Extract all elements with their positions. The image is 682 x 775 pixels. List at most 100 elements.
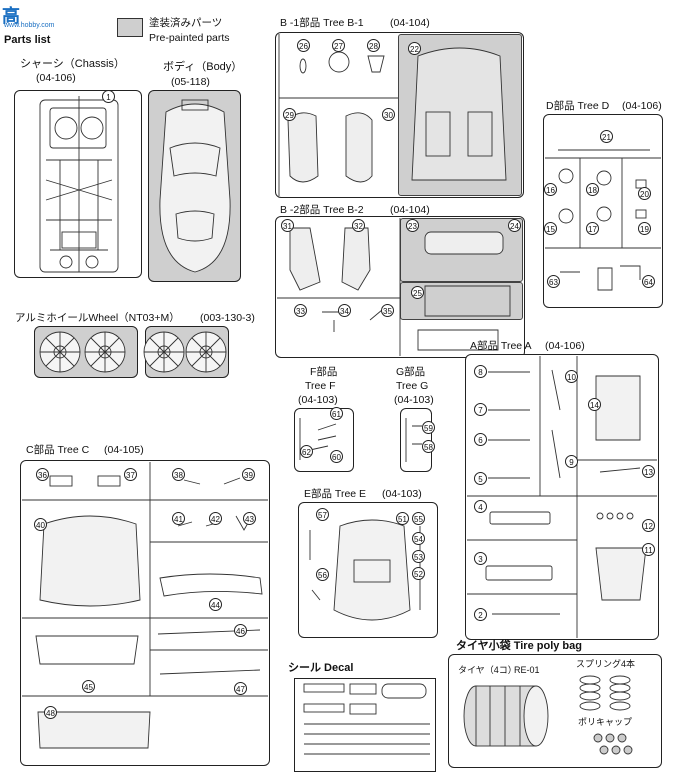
part-number: 63 <box>547 275 560 288</box>
part-number: 40 <box>34 518 47 531</box>
part-number: 52 <box>412 567 425 580</box>
part-number: 15 <box>544 222 557 235</box>
tree-f-title-jp: F部品 <box>310 366 338 378</box>
part-number: 4 <box>474 500 487 513</box>
tire-code: RE-01 <box>514 665 540 675</box>
part-number: 24 <box>508 219 521 232</box>
part-number: 27 <box>332 39 345 52</box>
part-number: 8 <box>474 365 487 378</box>
part-number: 20 <box>638 187 651 200</box>
tree-g-code: (04-103) <box>394 394 434 406</box>
part-number: 39 <box>242 468 255 481</box>
prepainted-swatch <box>117 18 143 37</box>
part-number: 3 <box>474 552 487 565</box>
part-number: 1 <box>102 90 115 103</box>
part-number: 25 <box>411 286 424 299</box>
watermark-site: www.hobby.com <box>4 22 55 29</box>
part-number: 19 <box>638 222 651 235</box>
prepainted-en: Pre-painted parts <box>149 32 230 44</box>
tree-c-title: C部品 Tree C <box>26 444 90 456</box>
part-number: 30 <box>382 108 395 121</box>
part-number: 31 <box>281 219 294 232</box>
part-number: 11 <box>642 543 655 556</box>
tree-e-code: (04-103) <box>382 488 422 500</box>
part-number: 10 <box>565 370 578 383</box>
part-number: 2 <box>474 608 487 621</box>
part-number: 44 <box>209 598 222 611</box>
part-number: 61 <box>330 407 343 420</box>
part-number: 16 <box>544 183 557 196</box>
tree-b1-title: B -1部品 Tree B-1 <box>280 17 364 29</box>
decal-title: シール Decal <box>288 662 354 674</box>
part-number: 35 <box>381 304 394 317</box>
part-number: 5 <box>474 472 487 485</box>
part-number: 48 <box>44 706 57 719</box>
part-number: 53 <box>412 550 425 563</box>
body-title: ボディ（Body） <box>163 61 243 73</box>
prepainted-jp: 塗装済みパーツ <box>149 17 223 29</box>
chassis-frame <box>14 90 142 278</box>
part-number: 21 <box>600 130 613 143</box>
tree-f-title-en: Tree F <box>305 380 336 392</box>
part-number: 9 <box>565 455 578 468</box>
part-number: 57 <box>316 508 329 521</box>
wheel-title: アルミホイールWheel（NT03+M） <box>15 312 180 324</box>
part-number: 64 <box>642 275 655 288</box>
part-number: 62 <box>300 445 313 458</box>
part-number: 32 <box>352 219 365 232</box>
part-number: 28 <box>367 39 380 52</box>
part-number: 13 <box>642 465 655 478</box>
part-number: 37 <box>124 468 137 481</box>
part-number: 45 <box>82 680 95 693</box>
tree-a-title: A部品 Tree A <box>470 340 532 352</box>
part-number: 17 <box>586 222 599 235</box>
part-number: 54 <box>412 532 425 545</box>
tree-g-title-jp: G部品 <box>396 366 426 378</box>
part-number: 29 <box>283 108 296 121</box>
spring-label: スプリング4本 <box>576 659 636 669</box>
part-number: 56 <box>316 568 329 581</box>
part-number: 36 <box>36 468 49 481</box>
part-number: 33 <box>294 304 307 317</box>
tree-d-frame <box>543 114 663 308</box>
chassis-title: シャーシ（Chassis） <box>20 58 125 70</box>
tree-a-code: (04-106) <box>545 340 585 352</box>
part-number: 42 <box>209 512 222 525</box>
tire-label: タイヤ（4コ） <box>458 665 517 675</box>
part-number: 22 <box>408 42 421 55</box>
part-number: 51 <box>396 512 409 525</box>
part-number: 55 <box>412 512 425 525</box>
tree-f-code: (04-103) <box>298 394 338 406</box>
part-number: 26 <box>297 39 310 52</box>
polycap-label: ポリキャップ <box>578 717 633 727</box>
tree-b1-code: (04-104) <box>390 17 430 29</box>
tree-b2-code: (04-104) <box>390 204 430 216</box>
part-number: 14 <box>588 398 601 411</box>
tree-d-title: D部品 Tree D <box>546 100 610 112</box>
body-code: (05-118) <box>171 76 210 88</box>
part-number: 58 <box>422 440 435 453</box>
tire-bag-title: タイヤ小袋 Tire poly bag <box>456 640 582 652</box>
part-number: 38 <box>172 468 185 481</box>
part-number: 47 <box>234 682 247 695</box>
tree-e-title: E部品 Tree E <box>304 488 367 500</box>
tree-c-code: (04-105) <box>104 444 144 456</box>
part-number: 12 <box>642 519 655 532</box>
part-number: 34 <box>338 304 351 317</box>
part-number: 7 <box>474 403 487 416</box>
part-number: 43 <box>243 512 256 525</box>
part-number: 18 <box>586 183 599 196</box>
wheel-code: (003-130-3) <box>200 312 255 324</box>
part-number: 23 <box>406 219 419 232</box>
